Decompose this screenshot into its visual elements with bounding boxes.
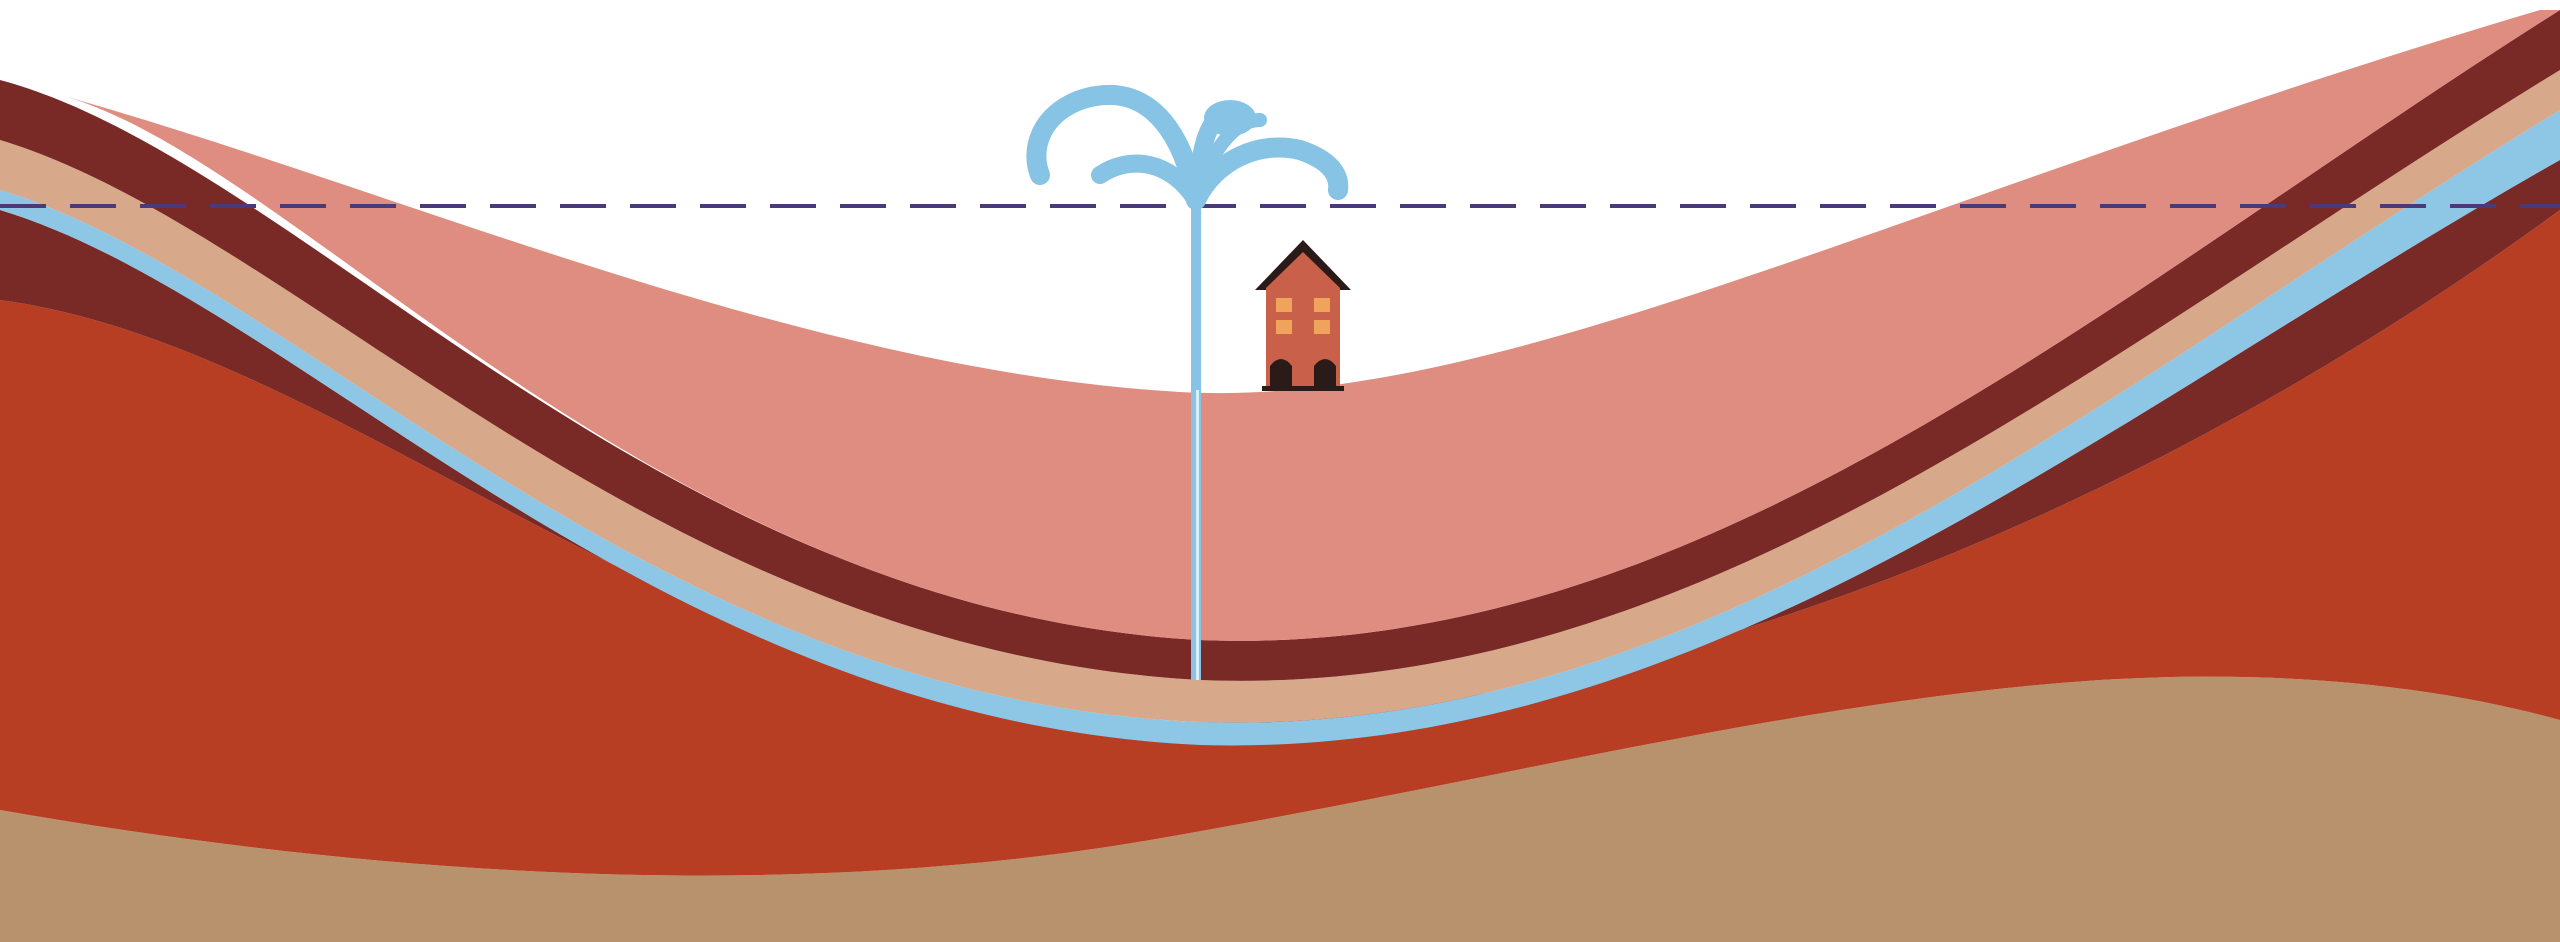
fountain-cap-left [1204,100,1256,136]
well-pipe-core [1196,390,1199,680]
